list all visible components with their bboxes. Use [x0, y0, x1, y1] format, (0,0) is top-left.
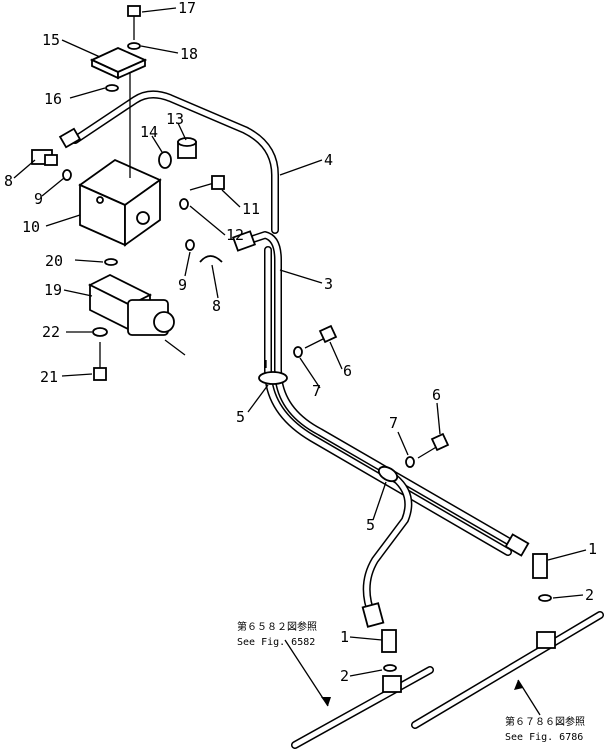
- callout-7-lower: 7: [389, 414, 398, 432]
- elbow-8-right: [199, 255, 223, 263]
- washer-12: [179, 198, 189, 210]
- o-ring-2-left: [383, 664, 397, 672]
- callout-3: 3: [324, 275, 333, 293]
- pipe-4: [58, 90, 279, 234]
- o-ring-20: [104, 258, 118, 266]
- clamp-5-upper: [258, 360, 288, 385]
- fitting-13: [177, 137, 197, 159]
- o-ring-9-left: [62, 169, 72, 181]
- valve-block-10: [78, 158, 162, 247]
- callout-1-right: 1: [588, 540, 597, 558]
- callout-8-left: 8: [4, 172, 13, 190]
- o-ring-14: [158, 151, 172, 169]
- bolt-6-lower: [417, 432, 450, 459]
- callout-19: 19: [44, 281, 62, 299]
- pipe-lower-branch: [361, 474, 413, 628]
- ref-left-en: See Fig. 6582: [237, 637, 315, 648]
- pipe-3: [231, 230, 530, 557]
- callout-16: 16: [44, 90, 62, 108]
- callout-4: 4: [324, 151, 333, 169]
- o-ring-16: [105, 84, 119, 92]
- solenoid-valve-19: [87, 273, 186, 356]
- washer-22: [92, 327, 108, 337]
- callout-9-right: 9: [178, 276, 187, 294]
- callout-6-upper: 6: [343, 362, 352, 380]
- ref-left-jp: 第６５８２図参照: [237, 620, 317, 633]
- elbow-1-left: [381, 629, 397, 653]
- bolt-21: [93, 342, 107, 381]
- pipe-fig-6582: [291, 666, 434, 749]
- ref-right-jp: 第６７８６図参照: [505, 715, 585, 728]
- callout-6-lower: 6: [432, 386, 441, 404]
- cover-plate-15: [89, 47, 148, 80]
- clamp-5-lower: [377, 465, 399, 483]
- elbow-1-right: [532, 553, 548, 579]
- leader-lines: [13, 7, 587, 716]
- pipe-fig-6786: [411, 611, 604, 729]
- callout-1-left: 1: [340, 628, 349, 646]
- callout-9-left: 9: [34, 190, 43, 208]
- callout-13: 13: [166, 110, 184, 128]
- callout-5-lower: 5: [366, 516, 375, 534]
- callout-22: 22: [42, 323, 60, 341]
- o-ring-9-right: [185, 239, 195, 251]
- washer-7-upper: [293, 346, 303, 358]
- washer-18: [127, 42, 141, 50]
- callout-2-left: 2: [340, 667, 349, 685]
- callout-7-upper: 7: [312, 382, 321, 400]
- callout-8-right: 8: [212, 297, 221, 315]
- callout-20: 20: [45, 252, 63, 270]
- callout-numbers: 17 15 18 16 13 14 8 9 10 11 12 9 8 20 19…: [4, 0, 597, 685]
- callout-14: 14: [140, 123, 158, 141]
- figure-references: 第６５８２図参照 See Fig. 6582 第６７８６図参照 See Fig.…: [237, 620, 585, 743]
- bolt-17: [127, 5, 141, 40]
- callout-17: 17: [178, 0, 196, 17]
- callout-11: 11: [242, 200, 260, 218]
- o-ring-2-right: [538, 594, 552, 602]
- callout-12: 12: [226, 226, 244, 244]
- ref-right-en: See Fig. 6786: [505, 732, 583, 743]
- callout-10: 10: [22, 218, 40, 236]
- washer-7-lower: [405, 456, 415, 468]
- bolt-6-upper: [304, 324, 338, 349]
- callout-15: 15: [42, 31, 60, 49]
- callout-5-upper: 5: [236, 408, 245, 426]
- elbow-8-left: [31, 149, 58, 166]
- callout-21: 21: [40, 368, 58, 386]
- callout-18: 18: [180, 45, 198, 63]
- callout-2-right: 2: [585, 586, 594, 604]
- bolt-11: [189, 175, 225, 191]
